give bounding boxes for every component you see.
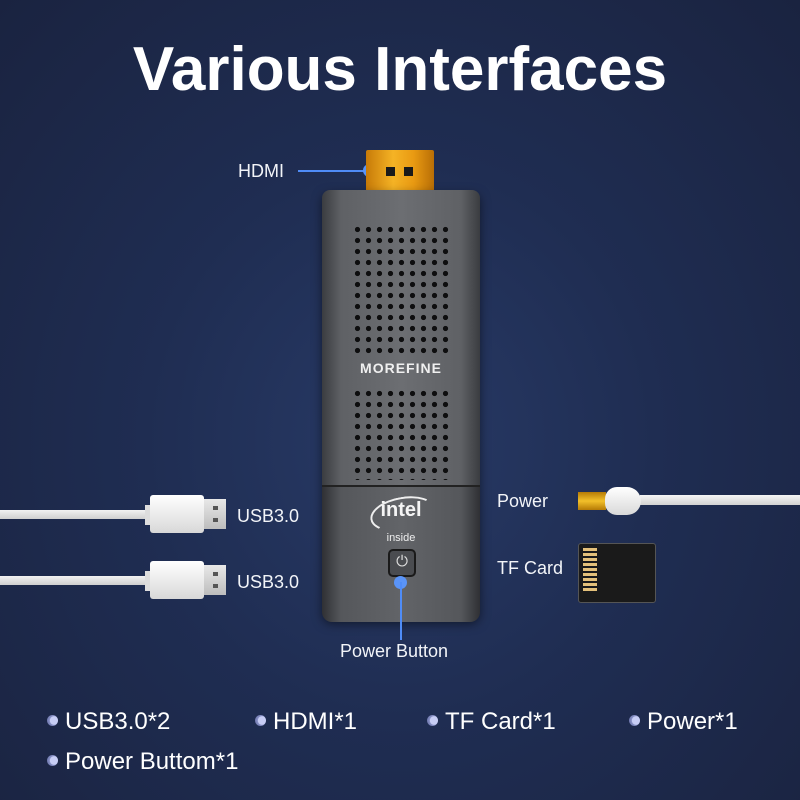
feature-item: HDMI*1 [255, 708, 357, 736]
tf-card-contacts [583, 548, 597, 592]
intel-inside-text: inside [386, 532, 416, 544]
usb-plug-body [150, 495, 204, 533]
usb-plug-body [150, 561, 204, 599]
intel-logo: intel [380, 499, 422, 521]
mini-pc-stick: MOREFINE intel inside ⏻ [322, 190, 480, 622]
power-plug-body [605, 487, 641, 515]
usb-cable [0, 576, 148, 585]
page-title: Various Interfaces [132, 35, 668, 104]
usb-cable [0, 510, 148, 519]
hdmi-pin-hole [404, 167, 413, 176]
power-button-label: Power Button [340, 641, 449, 661]
bullet-icon [629, 715, 640, 727]
power-label: Power [497, 491, 549, 511]
feature-item: Power*1 [629, 708, 738, 736]
usb-label-2: USB3.0 [237, 572, 300, 592]
power-button-leader-line [400, 582, 402, 640]
vent-grille-bottom [352, 388, 450, 480]
power-icon: ⏻ [396, 553, 408, 570]
feature-item: USB3.0*2 [47, 708, 170, 736]
power-button[interactable]: ⏻ [388, 549, 416, 577]
power-plug-tip [578, 492, 606, 510]
usb-strain-relief [145, 571, 152, 591]
brand-logo: MOREFINE [360, 360, 442, 376]
usb-strain-relief [145, 505, 152, 525]
feature-item: Power Buttom*1 [47, 748, 238, 776]
usb-plug-tip [204, 499, 226, 529]
hdmi-pin-hole [386, 167, 395, 176]
hdmi-label: HDMI [238, 161, 284, 181]
hdmi-leader-line [298, 170, 370, 172]
hdmi-connector [366, 150, 434, 196]
bullet-icon [255, 715, 266, 727]
vent-grille-top [352, 224, 450, 354]
tf-card-icon [578, 543, 656, 603]
stick-end-cap: intel inside ⏻ [322, 485, 480, 622]
bullet-icon [47, 755, 58, 767]
feature-item: TF Card*1 [427, 708, 556, 736]
power-cable [640, 495, 800, 505]
tf-card-label: TF Card [497, 558, 564, 578]
usb-plug-tip [204, 565, 226, 595]
bullet-icon [47, 715, 58, 727]
usb-label-1: USB3.0 [237, 506, 300, 526]
bullet-icon [427, 715, 438, 727]
